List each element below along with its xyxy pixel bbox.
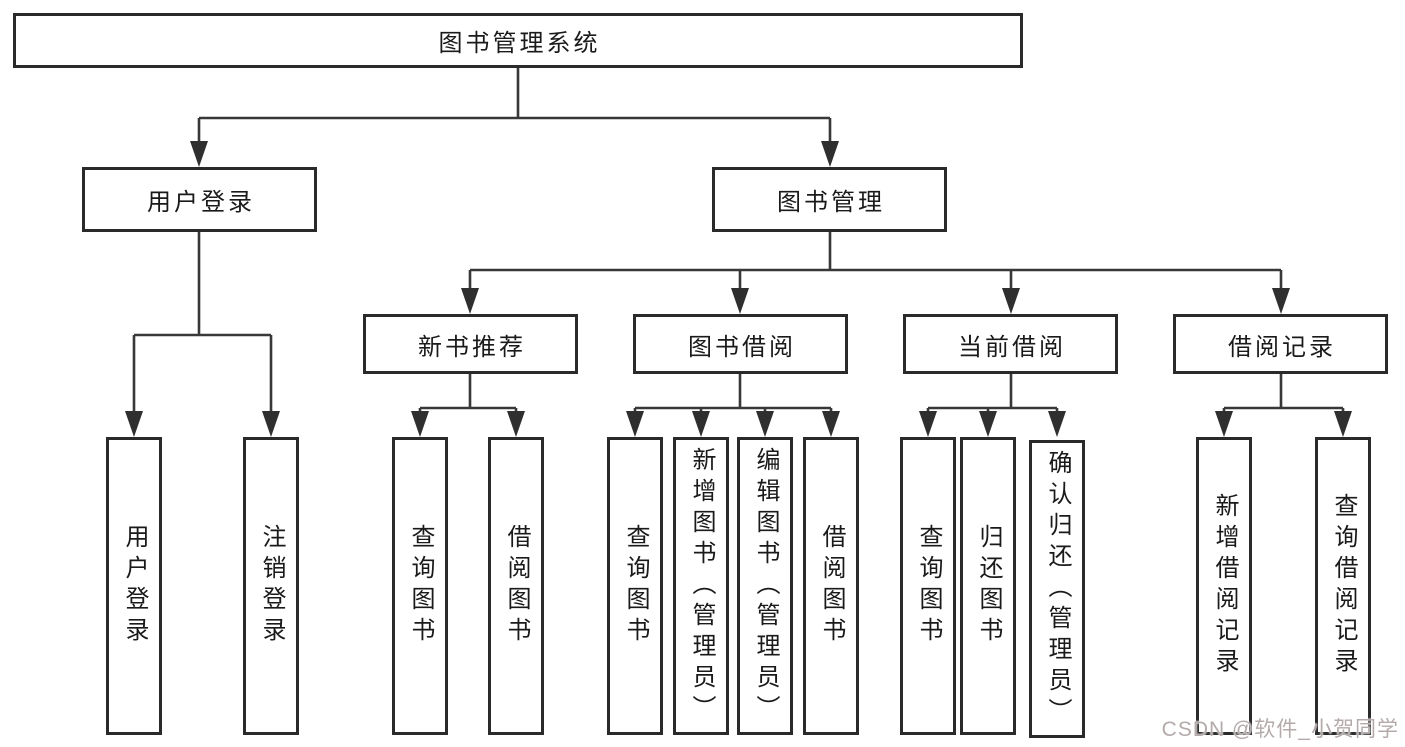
leaf-box-query-borrow-record: 查询借阅记录 xyxy=(1315,437,1371,735)
leaf-box-confirm-return-admin: 确认归还（管理员） xyxy=(1029,440,1085,738)
leaf-box-add-book-admin: 新增图书（管理员） xyxy=(673,437,729,735)
leaf-box-borrow-book: 借阅图书 xyxy=(803,437,859,735)
category-box-current-borrow: 当前借阅 xyxy=(903,314,1118,374)
category-box-book-borrow: 图书借阅 xyxy=(633,314,848,374)
branch-box-book-management: 图书管理 xyxy=(712,167,947,232)
leaf-box-query-book-current: 查询图书 xyxy=(900,437,956,735)
csdn-watermark: CSDN @软件_小贺同学 xyxy=(1161,718,1399,741)
leaf-box-add-borrow-record: 新增借阅记录 xyxy=(1196,437,1252,735)
branch-box-user-login: 用户登录 xyxy=(82,167,317,232)
leaf-box-return-book: 归还图书 xyxy=(960,437,1016,735)
leaf-box-borrow-book-recommend: 借阅图书 xyxy=(488,437,544,735)
leaf-box-logout: 注销登录 xyxy=(243,437,299,735)
leaf-box-edit-book-admin: 编辑图书（管理员） xyxy=(737,437,793,735)
category-box-borrow-records: 借阅记录 xyxy=(1173,314,1388,374)
leaf-box-query-book-recommend: 查询图书 xyxy=(392,437,448,735)
root-box-library-system: 图书管理系统 xyxy=(13,13,1023,68)
leaf-box-query-book-borrow: 查询图书 xyxy=(607,437,663,735)
leaf-box-user-login: 用户登录 xyxy=(106,437,162,735)
category-box-new-book-recommend: 新书推荐 xyxy=(363,314,578,374)
